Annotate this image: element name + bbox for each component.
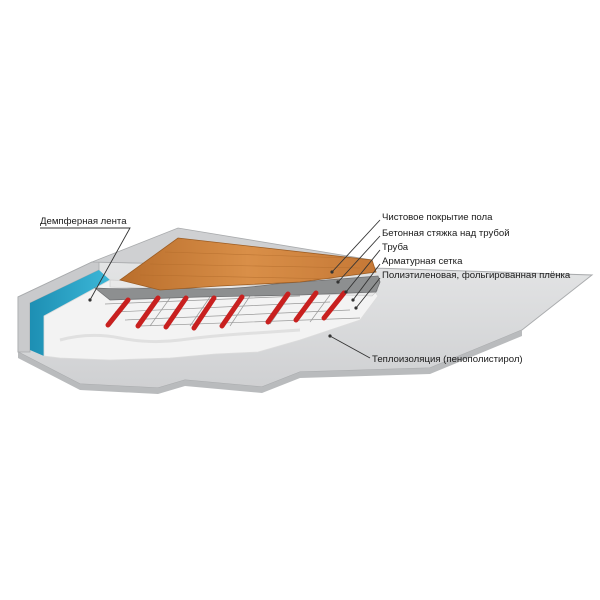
label-insulation: Теплоизоляция (пенополистирол) [372, 354, 523, 365]
label-finish-floor: Чистовое покрытие пола [382, 212, 493, 223]
label-rebar-mesh: Арматурная сетка [382, 256, 463, 267]
leader-dots [88, 270, 358, 338]
label-damper-tape: Демпферная лента [40, 216, 127, 227]
leader-foil-film [355, 277, 381, 309]
pipe-8 [321, 290, 347, 321]
insulation-texture [59, 328, 301, 344]
leader-finish-floor [331, 219, 381, 273]
pipe-2 [135, 295, 161, 329]
pipe-3 [163, 295, 189, 330]
label-concrete-screed: Бетонная стяжка над трубой [382, 228, 510, 239]
pipe-4 [191, 295, 217, 331]
concrete-screed [93, 275, 381, 301]
pipe-6 [265, 291, 291, 325]
pipe-5 [219, 294, 245, 329]
pipe-1 [105, 297, 131, 328]
label-pipe: Труба [382, 242, 409, 253]
pipe-7 [293, 290, 319, 323]
leader-rebar-mesh [352, 263, 381, 301]
leader-pipe [345, 249, 381, 293]
leader-damper-tape [40, 227, 131, 301]
leader-concrete-screed [337, 235, 381, 283]
wood-plank-lines [139, 251, 361, 280]
finish-floor [119, 237, 377, 291]
leader-lines [40, 219, 381, 359]
heating-pipes [105, 290, 347, 331]
leader-insulation [329, 335, 371, 359]
label-foil-film: Полиэтиленовая, фольгированная плёнка [382, 270, 571, 281]
